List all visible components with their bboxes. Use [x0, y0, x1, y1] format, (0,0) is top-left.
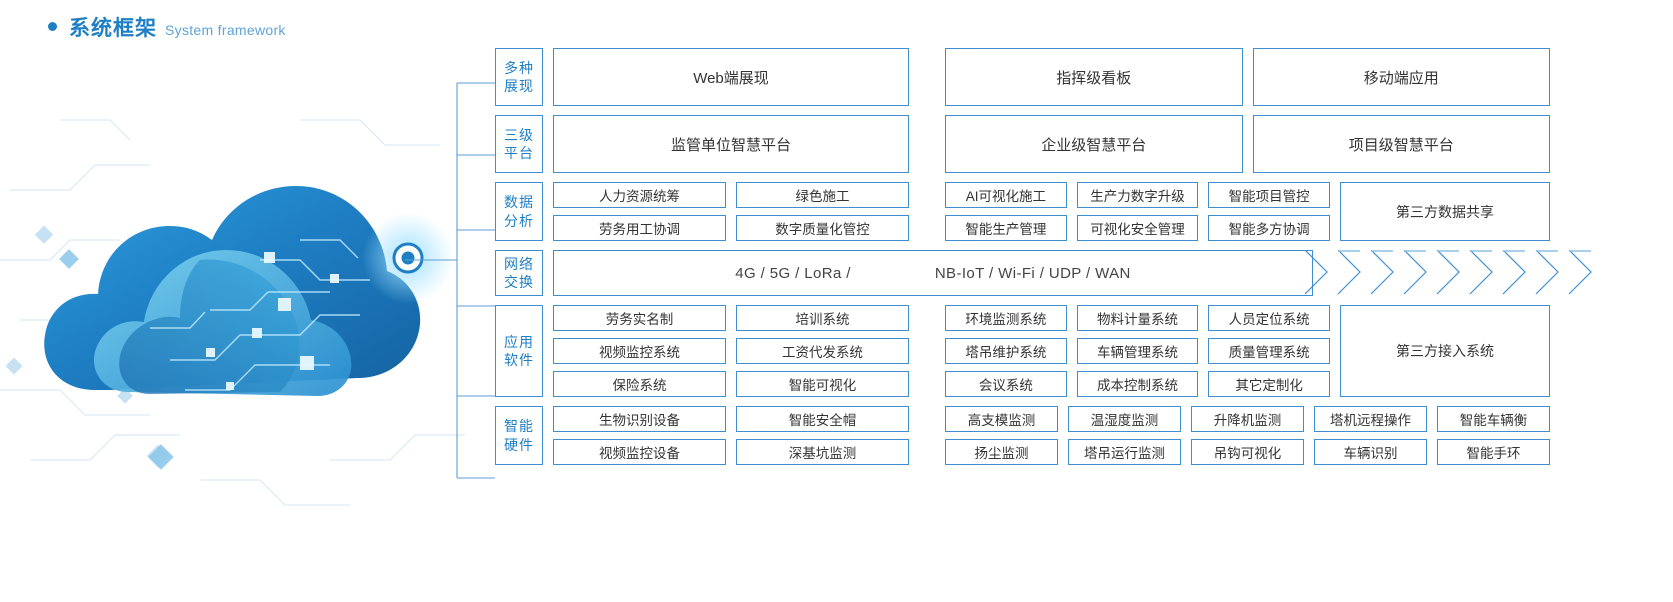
cell-biometric-device[interactable]: 生物识别设备 [553, 406, 726, 432]
row-label-display: 多种 展现 [495, 48, 543, 106]
cell-high-formwork-monitoring[interactable]: 高支模监测 [945, 406, 1058, 432]
cell-deep-foundation-monitoring[interactable]: 深基坑监测 [736, 439, 909, 465]
cell-third-party-data-sharing[interactable]: 第三方数据共享 [1340, 182, 1550, 241]
cell-hr-coordination[interactable]: 人力资源统筹 [553, 182, 726, 208]
cell-conference-system[interactable]: 会议系统 [945, 371, 1067, 397]
cell-smart-project-control[interactable]: 智能项目管控 [1208, 182, 1331, 208]
row-label-line: 软件 [504, 352, 534, 368]
hardware-left-grid: 生物识别设备 智能安全帽 视频监控设备 深基坑监测 [553, 406, 909, 465]
page-title: 系统框架 System framework [48, 12, 286, 42]
data-analysis-left-grid: 人力资源统筹 绿色施工 劳务用工协调 数字质量化管控 [553, 182, 909, 241]
cell-labor-realname[interactable]: 劳务实名制 [553, 305, 726, 331]
data-analysis-right-grid: AI可视化施工 生产力数字升级 智能项目管控 智能生产管理 可视化安全管理 智能… [945, 182, 1331, 241]
cell-other-customization[interactable]: 其它定制化 [1208, 371, 1331, 397]
cell-smart-production-mgmt[interactable]: 智能生产管理 [945, 215, 1067, 241]
cell-vehicle-recognition[interactable]: 车辆识别 [1314, 439, 1427, 465]
row-label-line: 多种 [504, 59, 534, 76]
row-label-line: 平台 [504, 145, 534, 161]
row-label-platform: 三级 平台 [495, 115, 543, 173]
row-hardware: 智能 硬件 生物识别设备 智能安全帽 视频监控设备 深基坑监测 高支模监测 温湿… [495, 406, 1550, 465]
cell-video-surveillance-system[interactable]: 视频监控系统 [553, 338, 726, 364]
section-title-en: System framework [165, 22, 286, 38]
row-label-line: 展现 [504, 78, 534, 94]
cell-mobile-app[interactable]: 移动端应用 [1252, 48, 1550, 106]
row-platform: 三级 平台 监管单位智慧平台 企业级智慧平台 项目级智慧平台 [495, 115, 1550, 173]
cell-digital-quality-control[interactable]: 数字质量化管控 [736, 215, 909, 241]
cell-hook-visualization[interactable]: 吊钩可视化 [1191, 439, 1304, 465]
cell-personnel-positioning[interactable]: 人员定位系统 [1208, 305, 1331, 331]
cell-tower-remote-operation[interactable]: 塔机远程操作 [1314, 406, 1427, 432]
cell-training-system[interactable]: 培训系统 [736, 305, 909, 331]
application-left-grid: 劳务实名制 培训系统 视频监控系统 工资代发系统 保险系统 智能可视化 [553, 305, 909, 397]
row-label-line: 数据 [504, 194, 534, 211]
cell-temp-humidity-monitoring[interactable]: 温湿度监测 [1068, 406, 1181, 432]
cell-cost-control-system[interactable]: 成本控制系统 [1076, 371, 1199, 397]
cell-environment-monitoring[interactable]: 环境监测系统 [945, 305, 1067, 331]
row-label-hardware: 智能 硬件 [495, 406, 543, 465]
cell-payroll-system[interactable]: 工资代发系统 [736, 338, 909, 364]
cell-third-party-access-system[interactable]: 第三方接入系统 [1340, 305, 1550, 397]
application-right-area: 环境监测系统 物料计量系统 人员定位系统 塔吊维护系统 车辆管理系统 质量管理系… [945, 305, 1550, 397]
bullet-dot-icon [48, 22, 57, 31]
cell-smart-multiparty-coordination[interactable]: 智能多方协调 [1208, 215, 1331, 241]
row-label-application: 应用 软件 [495, 305, 543, 397]
row-label-line: 三级 [504, 126, 534, 143]
row-label-line: 分析 [504, 212, 534, 229]
cell-project-platform[interactable]: 项目级智慧平台 [1252, 115, 1550, 173]
cell-insurance-system[interactable]: 保险系统 [553, 371, 726, 397]
cell-smart-weighbridge[interactable]: 智能车辆衡 [1437, 406, 1550, 432]
application-right-grid: 环境监测系统 物料计量系统 人员定位系统 塔吊维护系统 车辆管理系统 质量管理系… [945, 305, 1331, 397]
row-label-line: 智能 [504, 418, 534, 435]
data-analysis-right-area: AI可视化施工 生产力数字升级 智能项目管控 智能生产管理 可视化安全管理 智能… [945, 182, 1550, 241]
cell-enterprise-platform[interactable]: 企业级智慧平台 [945, 115, 1243, 173]
cell-productivity-digital-upgrade[interactable]: 生产力数字升级 [1076, 182, 1199, 208]
cell-web-display[interactable]: Web端展现 [553, 48, 909, 106]
row-application: 应用 软件 劳务实名制 培训系统 视频监控系统 工资代发系统 保险系统 智能可视… [495, 305, 1550, 397]
row-label-line: 硬件 [504, 436, 534, 453]
row-display: 多种 展现 Web端展现 指挥级看板 移动端应用 [495, 48, 1550, 106]
cell-green-construction[interactable]: 绿色施工 [736, 182, 909, 208]
row-label-data-analysis: 数据 分析 [495, 182, 543, 241]
cell-quality-management[interactable]: 质量管理系统 [1208, 338, 1331, 364]
cell-visual-safety-mgmt[interactable]: 可视化安全管理 [1076, 215, 1199, 241]
cell-labor-coordination[interactable]: 劳务用工协调 [553, 215, 726, 241]
row-label-line: 网络 [504, 255, 534, 272]
cloud-network-illustration [0, 60, 470, 530]
row-label-line: 交换 [504, 274, 534, 290]
row-label-network: 网络 交换 [495, 250, 543, 296]
cell-hoist-monitoring[interactable]: 升降机监测 [1191, 406, 1304, 432]
section-title-cn: 系统框架 [69, 17, 157, 40]
network-text-left: 4G / 5G / LoRa / [735, 264, 851, 282]
cell-regulator-platform[interactable]: 监管单位智慧平台 [553, 115, 909, 173]
cell-tower-crane-maintenance[interactable]: 塔吊维护系统 [945, 338, 1067, 364]
cell-vehicle-management[interactable]: 车辆管理系统 [1076, 338, 1199, 364]
cell-dust-monitoring[interactable]: 扬尘监测 [945, 439, 1058, 465]
cell-command-dashboard[interactable]: 指挥级看板 [945, 48, 1243, 106]
row-data-analysis: 数据 分析 人力资源统筹 绿色施工 劳务用工协调 数字质量化管控 AI可视化施工 [495, 182, 1550, 241]
cell-material-metering[interactable]: 物料计量系统 [1076, 305, 1199, 331]
cell-smart-wristband[interactable]: 智能手环 [1437, 439, 1550, 465]
cell-video-monitoring-device[interactable]: 视频监控设备 [553, 439, 726, 465]
hardware-right-grid: 高支模监测 温湿度监测 升降机监测 塔机远程操作 智能车辆衡 扬尘监测 塔吊运行… [945, 406, 1550, 465]
network-flow-chevrons [1304, 249, 1605, 296]
cell-tower-crane-operation-monitoring[interactable]: 塔吊运行监测 [1068, 439, 1181, 465]
cell-smart-visualization[interactable]: 智能可视化 [736, 371, 909, 397]
row-label-line: 应用 [504, 333, 534, 350]
cell-smart-helmet[interactable]: 智能安全帽 [736, 406, 909, 432]
cell-network-protocols[interactable]: 4G / 5G / LoRa / NB-IoT / Wi-Fi / UDP / … [553, 250, 1313, 296]
system-framework-diagram: 多种 展现 Web端展现 指挥级看板 移动端应用 三级 平台 监管单位智慧平台 [495, 48, 1592, 474]
cell-ai-visual-construction[interactable]: AI可视化施工 [945, 182, 1067, 208]
row-network: 网络 交换 4G / 5G / LoRa / NB-IoT / Wi-Fi / … [495, 249, 1592, 296]
network-text-right: NB-IoT / Wi-Fi / UDP / WAN [934, 264, 1131, 282]
